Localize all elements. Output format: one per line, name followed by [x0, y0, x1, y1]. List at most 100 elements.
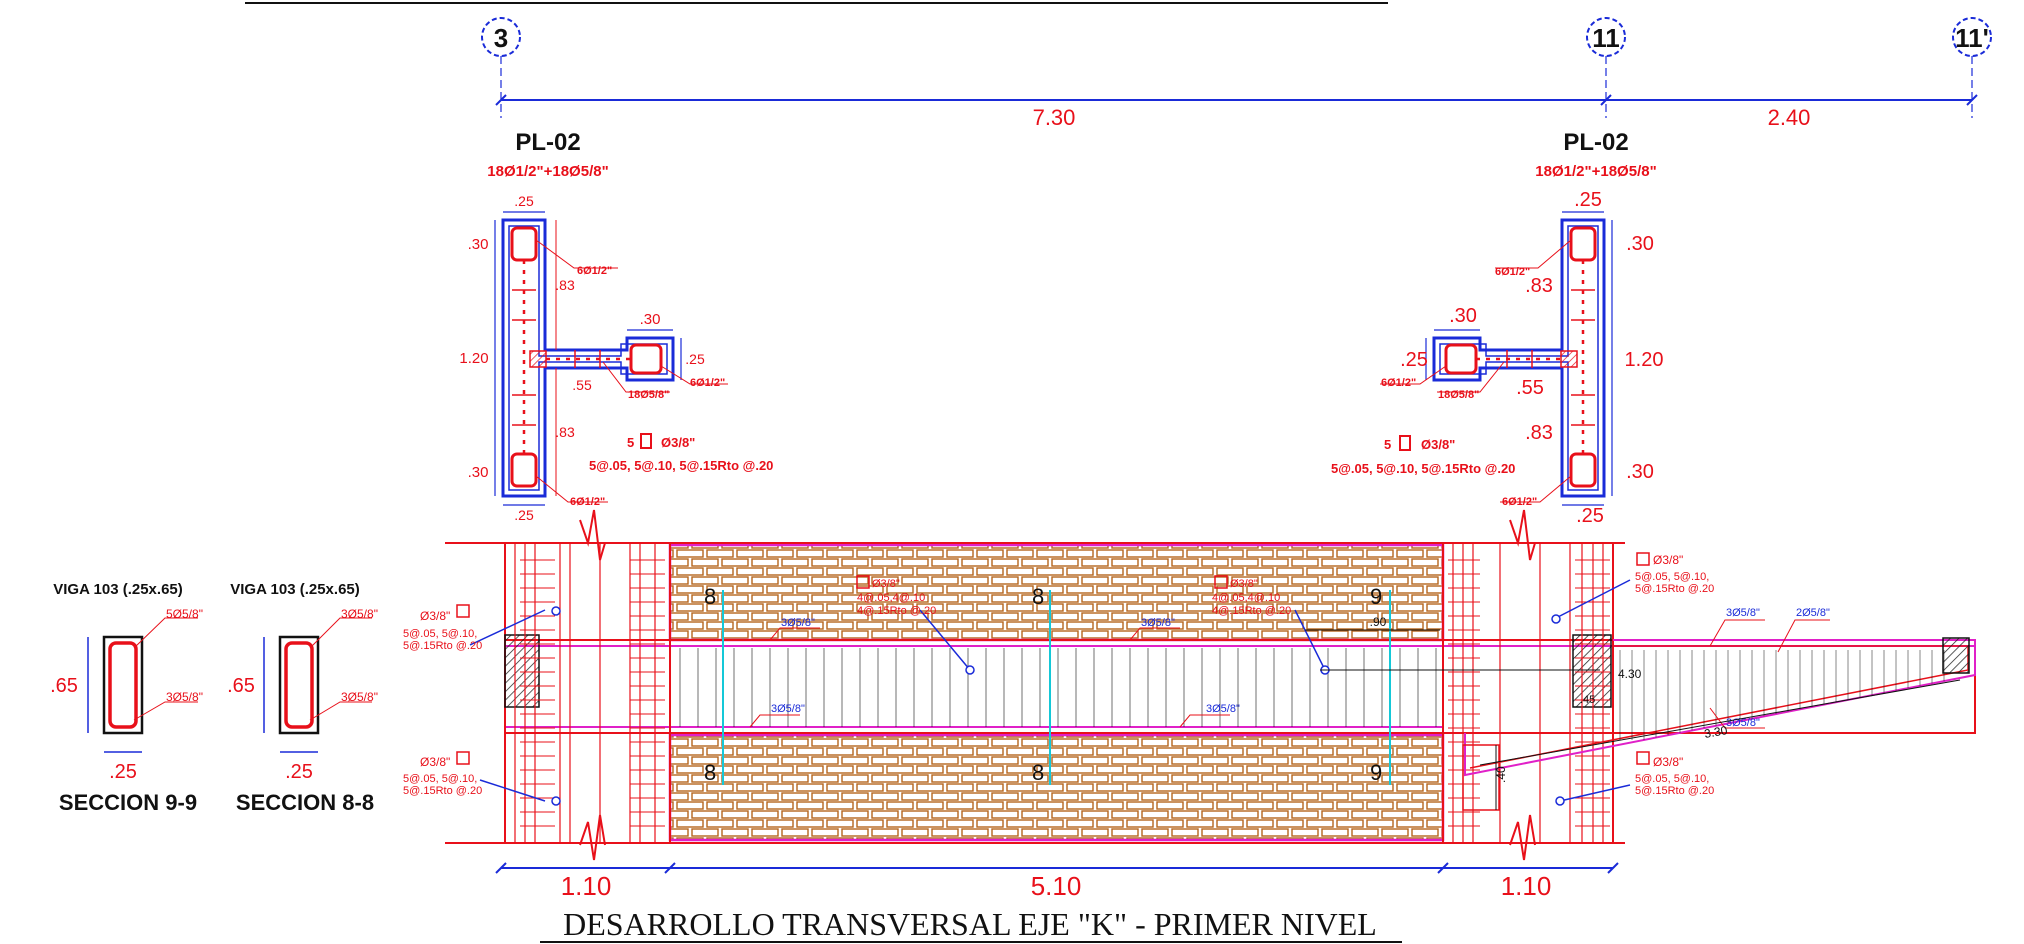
dim-bottom-width: .25: [514, 507, 534, 523]
beam-bottom-bars: 3Ø5/8": [1206, 703, 1240, 715]
dim-stem-w: .30: [640, 311, 661, 328]
column-name: PL-02: [1563, 129, 1628, 156]
cut-label: 8: [704, 760, 716, 785]
drawing-title: DESARROLLO TRANSVERSAL EJE "K" - PRIMER …: [563, 906, 1377, 942]
bottom-dim-1: 1.10: [561, 871, 612, 901]
stirrup-dia: Ø3/8": [1421, 437, 1455, 452]
column-detail-right: PL-02 18Ø1/2"+18Ø5/8" .25 .30 .83 1.20 .…: [1331, 129, 1663, 527]
stirrup-dia-note: Ø3/8": [420, 609, 450, 623]
beam-top-bars: 3Ø5/8": [1141, 617, 1175, 629]
bar-bottom-label: 6Ø1/2": [1502, 496, 1537, 508]
bar-mid-label: 18Ø5/8": [1438, 389, 1479, 401]
stirrup-dia-note: Ø3/8": [1653, 553, 1683, 567]
beam-stirrup-dia: Ø3/8": [872, 578, 900, 590]
section-bottom-bars: 3Ø5/8": [341, 690, 378, 704]
dim-web-upper: .83: [1525, 275, 1553, 297]
column-outline: [501, 218, 675, 498]
cut-label: 9: [1370, 584, 1382, 609]
bar-stem-label: 6Ø1/2": [690, 377, 725, 389]
cut-label: 8: [1032, 760, 1044, 785]
axis-11: 11: [1586, 17, 1626, 118]
dim-top-width: .25: [1574, 189, 1602, 211]
stirrup-count: 5: [627, 435, 634, 450]
axis-label: 3: [494, 23, 508, 53]
dim-stem-w: .30: [1449, 305, 1477, 327]
column-outline: [1432, 218, 1606, 498]
axis-label: 11: [1592, 23, 1620, 53]
dim-stem-h: .25: [1400, 349, 1428, 371]
dim-top-width: .25: [514, 193, 534, 209]
stirrup-note-line2: 5@.15Rto @.20: [403, 640, 482, 652]
beam-stirrup-2: 4@.15Rto @.20: [1212, 605, 1291, 617]
cantilever: [1464, 639, 1976, 777]
section-top-bars: 5Ø5/8": [166, 607, 203, 621]
section-width: .25: [285, 761, 313, 783]
beam-bottom-bars: 3Ø5/8": [771, 703, 805, 715]
section-outline: [102, 635, 144, 735]
dim-web-lower: .83: [1525, 422, 1553, 444]
stirrup-note-line1: 5@.05, 5@.10,: [403, 628, 477, 640]
section-height: .65: [227, 675, 255, 697]
dim-height: 1.20: [1625, 349, 1664, 371]
stirrup-dia: Ø3/8": [661, 435, 695, 450]
dim-45: .45: [1580, 694, 1595, 706]
dim-height: 1.20: [459, 350, 488, 367]
bar-top-label: 6Ø1/2": [1495, 266, 1530, 278]
top-dim-1: 7.30: [1033, 105, 1076, 130]
stirrup-note-line1: 5@.05, 5@.10,: [1635, 571, 1709, 583]
section-title: VIGA 103 (.25x.65): [230, 581, 360, 598]
section-caption: SECCION 9-9: [59, 790, 197, 815]
dim-top-flange: .30: [1626, 233, 1654, 255]
bar-mid-label: 18Ø5/8": [628, 389, 669, 401]
section-bottom-bars: 3Ø5/8": [166, 690, 203, 704]
section-width: .25: [109, 761, 137, 783]
section-top-bars: 3Ø5/8": [341, 607, 378, 621]
axis-bubble: [1586, 17, 1626, 57]
bottom-dim-3: 1.10: [1501, 871, 1552, 901]
column-detail-left: PL-02 18Ø1/2"+18Ø5/8" .25 .30 .83 1.20 .…: [459, 129, 773, 523]
cut-label: 9: [1370, 760, 1382, 785]
stirrup-note-line2: 5@.15Rto @.20: [403, 785, 482, 797]
dim-90: .90: [1370, 615, 1387, 629]
beam-stirrup-1: 4@.05,4@.10: [857, 592, 925, 604]
section-8-8: VIGA 103 (.25x.65) 3Ø5/8" 3Ø5/8" .65 .25…: [227, 581, 378, 815]
section-9-9: VIGA 103 (.25x.65) 5Ø5/8" 3Ø5/8" .65 .25…: [50, 581, 203, 815]
dim-bottom-flange: .30: [468, 464, 489, 481]
elevation: 8 8 9 8 8 9 Ø3/8" 5@.05, 5@.10, 5@.15Rto…: [403, 509, 1976, 861]
stirrup-spacing: 5@.05, 5@.10, 5@.15Rto @.20: [589, 458, 773, 473]
beam-top-bars: 3Ø5/8": [781, 617, 815, 629]
stirrup-dia-note: Ø3/8": [1653, 755, 1683, 769]
beam-stirrup-dia: Ø3/8": [1230, 578, 1258, 590]
axis-bubble: [481, 17, 521, 57]
stirrup-spacing: 5@.05, 5@.10, 5@.15Rto @.20: [1331, 461, 1515, 476]
bottom-dimension: 1.10 5.10 1.10: [495, 862, 1619, 901]
column-rebar: 18Ø1/2"+18Ø5/8": [1535, 163, 1656, 180]
dim-stem-len: .55: [572, 377, 592, 393]
cut-label: 8: [1032, 584, 1044, 609]
dim-web-lower: .83: [555, 424, 575, 440]
dim-top-flange: .30: [468, 236, 489, 253]
section-caption: SECCION 8-8: [236, 790, 374, 815]
top-dim-2: 2.40: [1768, 105, 1811, 130]
axis-bubble: [1952, 17, 1992, 57]
dim-330: 3.30: [1703, 723, 1729, 741]
axis-label: 11': [1955, 23, 1989, 53]
stirrup-icon: [1399, 435, 1411, 451]
stirrup-note-line1: 5@.05, 5@.10,: [1635, 773, 1709, 785]
stirrup-note-line1: 5@.05, 5@.10,: [403, 773, 477, 785]
dim-40: .40: [1494, 766, 1508, 783]
stirrup-dia-note: Ø3/8": [420, 755, 450, 769]
bar-stem-label: 6Ø1/2": [1381, 377, 1416, 389]
axis-3: 3: [481, 17, 521, 118]
dim-bottom-width: .25: [1576, 505, 1604, 527]
stirrup-icon: [640, 433, 652, 449]
bar-bottom-label: 6Ø1/2": [570, 496, 605, 508]
stirrup-count: 5: [1384, 437, 1391, 452]
bottom-dim-2: 5.10: [1031, 871, 1082, 901]
dim-430: 4.30: [1618, 667, 1642, 681]
beam-stirrup-2: 4@.15Rto @.20: [857, 605, 936, 617]
beam-stirrups: [679, 648, 1437, 727]
cant-top-bars-1: 3Ø5/8": [1726, 607, 1760, 619]
stirrup-note-line2: 5@.15Rto @.20: [1635, 583, 1714, 595]
